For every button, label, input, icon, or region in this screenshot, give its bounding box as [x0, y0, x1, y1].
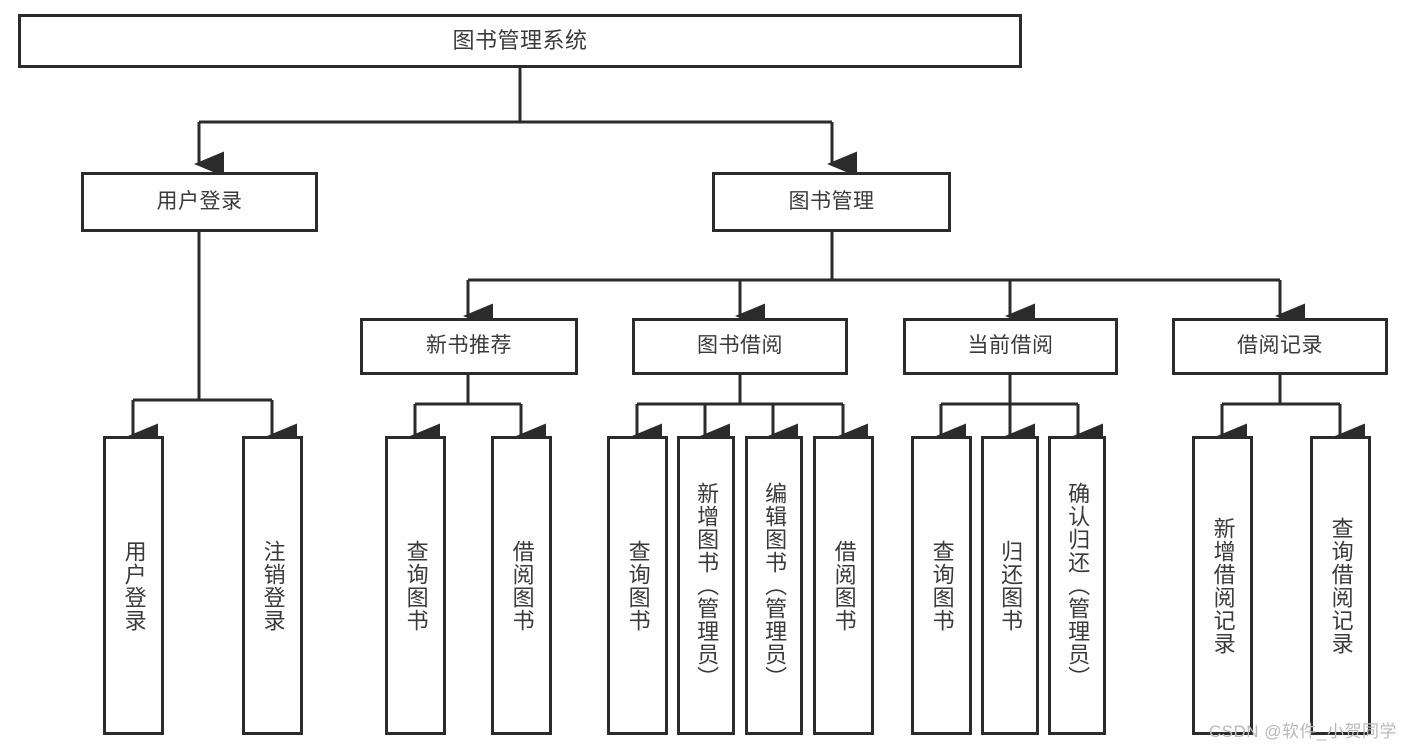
node-user-login[interactable]: 用户登录	[81, 172, 318, 232]
watermark-text: CSDN @软件_小贺同学	[1208, 722, 1397, 741]
node-borrow-record[interactable]: 借阅记录	[1172, 318, 1388, 375]
leaf-borrow-add-book-admin[interactable]: 新增图书（管理员）	[677, 436, 735, 735]
leaf-current-return-book[interactable]: 归还图书	[981, 436, 1039, 735]
leaf-user-login-signin[interactable]: 用户登录	[103, 436, 164, 735]
node-label: 图书管理	[788, 189, 875, 213]
leaf-label: 查询借阅记录	[1328, 516, 1354, 655]
leaf-label: 借阅图书	[509, 539, 535, 632]
leaf-label: 借阅图书	[831, 539, 857, 632]
leaf-user-login-signout[interactable]: 注销登录	[242, 436, 303, 735]
node-label: 当前借阅	[967, 334, 1054, 358]
leaf-label: 注销登录	[260, 539, 286, 632]
leaf-current-confirm-return-admin[interactable]: 确认归还（管理员）	[1048, 436, 1106, 735]
node-label: 图书管理系统	[452, 28, 588, 54]
node-label: 图书借阅	[697, 334, 783, 358]
node-label: 借阅记录	[1237, 334, 1323, 358]
leaf-borrow-borrow-book[interactable]: 借阅图书	[813, 436, 874, 735]
leaf-new-book-query[interactable]: 查询图书	[385, 436, 446, 735]
leaf-record-add-borrow-record[interactable]: 新增借阅记录	[1192, 436, 1253, 735]
leaf-label: 新增图书（管理员）	[694, 482, 720, 689]
node-label: 新书推荐	[426, 334, 512, 358]
leaf-label: 查询图书	[929, 539, 955, 632]
node-current-borrow[interactable]: 当前借阅	[903, 318, 1118, 375]
leaf-label: 查询图书	[625, 539, 651, 632]
leaf-label: 查询图书	[403, 539, 429, 632]
leaf-label: 新增借阅记录	[1210, 516, 1236, 655]
node-label: 用户登录	[156, 189, 243, 213]
node-book-management[interactable]: 图书管理	[712, 172, 951, 232]
leaf-label: 归还图书	[998, 539, 1024, 632]
node-book-borrow[interactable]: 图书借阅	[632, 318, 848, 375]
leaf-current-query-book[interactable]: 查询图书	[911, 436, 972, 735]
node-root-book-management-system[interactable]: 图书管理系统	[18, 14, 1022, 68]
leaf-borrow-query-book[interactable]: 查询图书	[607, 436, 668, 735]
leaf-new-book-borrow[interactable]: 借阅图书	[491, 436, 552, 735]
leaf-record-query-borrow-record[interactable]: 查询借阅记录	[1310, 436, 1371, 735]
leaf-label: 用户登录	[121, 539, 147, 632]
leaf-borrow-edit-book-admin[interactable]: 编辑图书（管理员）	[745, 436, 803, 735]
leaf-label: 编辑图书（管理员）	[762, 482, 788, 689]
leaf-label: 确认归还（管理员）	[1065, 482, 1091, 689]
node-new-book-recommend[interactable]: 新书推荐	[360, 318, 578, 375]
